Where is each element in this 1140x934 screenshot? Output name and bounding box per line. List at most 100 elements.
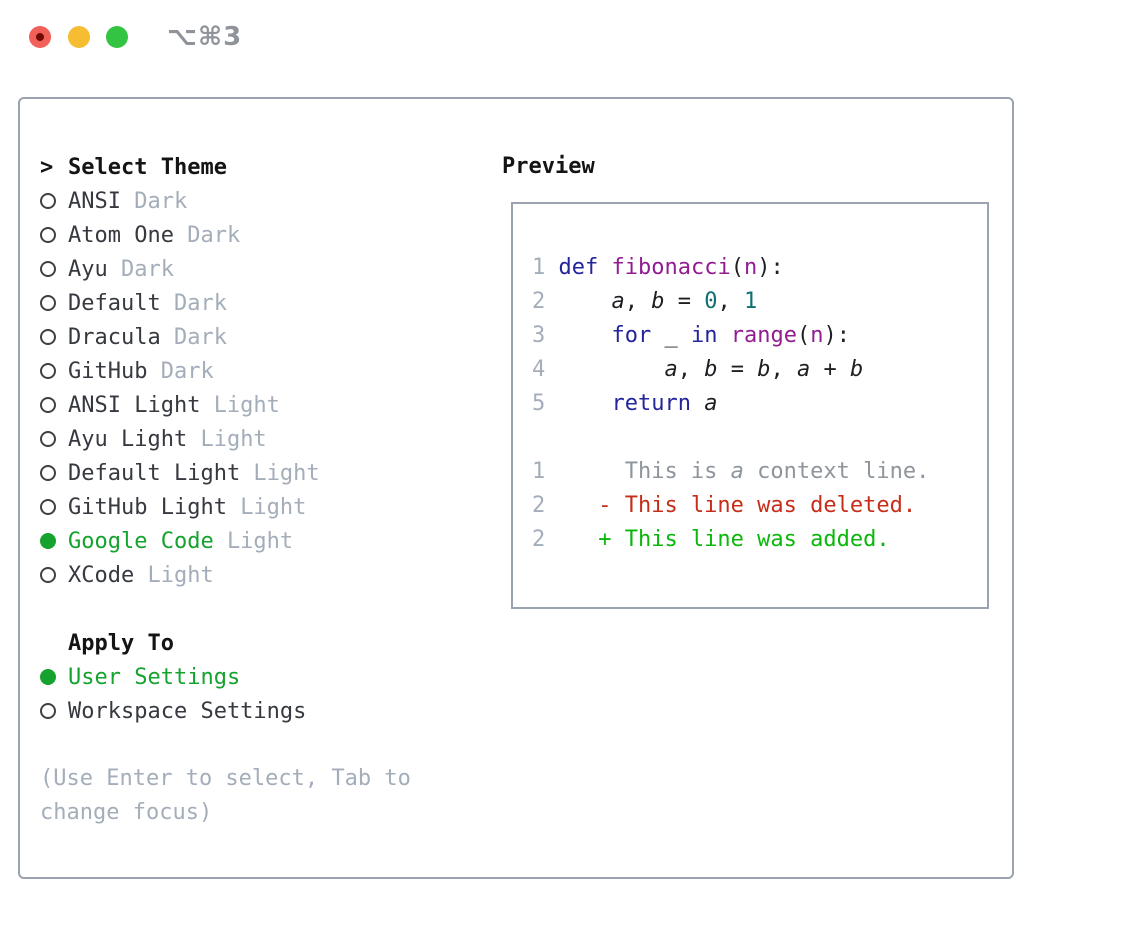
theme-variant: Light bbox=[200, 426, 267, 452]
theme-variant: Light bbox=[226, 528, 294, 554]
code-token: This is bbox=[558, 459, 731, 484]
radio-icon bbox=[40, 397, 56, 413]
radio-selected-icon bbox=[40, 669, 56, 685]
theme-name: Ayu Light bbox=[68, 426, 188, 452]
code-token: b bbox=[849, 357, 864, 382]
line-number: 1 bbox=[532, 459, 546, 484]
minimize-button[interactable] bbox=[68, 26, 90, 48]
code-token: , bbox=[677, 357, 705, 382]
radio-icon bbox=[40, 261, 56, 277]
theme-variant: Light bbox=[240, 494, 307, 520]
code-line: 5 return a bbox=[532, 387, 987, 421]
code-token: , bbox=[717, 289, 744, 314]
code-line: 3 for _ in range(n): bbox=[532, 319, 987, 353]
code-token bbox=[558, 323, 611, 348]
code-token: a bbox=[730, 459, 744, 484]
radio-marker bbox=[40, 567, 68, 583]
code-token: in bbox=[690, 323, 718, 348]
line-number: 5 bbox=[532, 391, 546, 416]
code-token: a bbox=[704, 391, 718, 416]
apply-to-label: Apply To bbox=[68, 630, 174, 656]
apply-option-user-settings[interactable]: User Settings bbox=[40, 660, 411, 694]
code-line: 2 a, b = 0, 1 bbox=[532, 285, 987, 319]
apply-option-workspace-settings[interactable]: Workspace Settings bbox=[40, 694, 411, 728]
select-theme-label: Select Theme bbox=[68, 154, 227, 180]
code-token: 1 bbox=[743, 289, 758, 314]
theme-name: Dracula bbox=[68, 324, 161, 350]
code-token: b bbox=[651, 289, 665, 314]
theme-option-ayu-light[interactable]: Ayu Light Light bbox=[40, 422, 411, 456]
apply-option-label: User Settings bbox=[68, 664, 241, 690]
apply-option-label: Workspace Settings bbox=[68, 698, 307, 724]
code-token: ( bbox=[730, 255, 744, 280]
theme-name: Default Light bbox=[68, 460, 241, 486]
code-token bbox=[558, 391, 611, 416]
theme-option-ansi-light[interactable]: ANSI Light Light bbox=[40, 388, 411, 422]
theme-option-github[interactable]: GitHub Dark bbox=[40, 354, 411, 388]
radio-marker bbox=[40, 669, 68, 685]
theme-variant: Dark bbox=[187, 222, 241, 248]
code-token: n bbox=[743, 255, 758, 280]
radio-marker bbox=[40, 193, 68, 209]
radio-marker bbox=[40, 227, 68, 243]
theme-variant: Light bbox=[253, 460, 320, 486]
radio-icon bbox=[40, 227, 56, 243]
line-number: 2 bbox=[532, 527, 546, 552]
window-title-shortcut: ⌥⌘3 bbox=[167, 22, 243, 52]
radio-icon bbox=[40, 703, 56, 719]
theme-variant: Dark bbox=[160, 358, 214, 384]
theme-option-google-code[interactable]: Google Code Light bbox=[40, 524, 411, 558]
spacer bbox=[40, 728, 411, 762]
code-token: ): bbox=[823, 323, 850, 348]
theme-name: Default bbox=[68, 290, 161, 316]
radio-marker bbox=[40, 261, 68, 277]
code-token: + This line was added. bbox=[558, 527, 890, 552]
radio-icon bbox=[40, 295, 56, 311]
code-token: , bbox=[770, 357, 797, 382]
theme-option-default[interactable]: Default Dark bbox=[40, 286, 411, 320]
zoom-button[interactable] bbox=[106, 26, 128, 48]
code-token: return bbox=[611, 391, 691, 416]
theme-name: GitHub bbox=[68, 358, 148, 384]
code-token: _ bbox=[651, 323, 691, 348]
radio-icon bbox=[40, 431, 56, 447]
code-token: 0 bbox=[704, 289, 718, 314]
theme-option-default-light[interactable]: Default Light Light bbox=[40, 456, 411, 490]
radio-marker bbox=[40, 397, 68, 413]
theme-variant: Light bbox=[213, 392, 280, 418]
theme-name: Ayu bbox=[68, 256, 108, 282]
theme-variant: Light bbox=[147, 562, 214, 588]
theme-name: GitHub Light bbox=[68, 494, 227, 520]
help-text-line: change focus) bbox=[40, 800, 213, 825]
line-number: 3 bbox=[532, 323, 546, 348]
radio-marker bbox=[40, 703, 68, 719]
radio-icon bbox=[40, 193, 56, 209]
theme-name: Google Code bbox=[68, 528, 214, 554]
radio-icon bbox=[40, 329, 56, 345]
code-token: = bbox=[664, 289, 705, 314]
radio-marker bbox=[40, 295, 68, 311]
close-button[interactable] bbox=[29, 26, 51, 48]
code-token: context line. bbox=[743, 459, 930, 484]
code-token: a bbox=[611, 289, 625, 314]
theme-option-github-light[interactable]: GitHub Light Light bbox=[40, 490, 411, 524]
prompt-icon: > bbox=[40, 154, 54, 180]
theme-name: ANSI Light bbox=[68, 392, 201, 418]
code-token bbox=[558, 357, 664, 382]
radio-icon bbox=[40, 465, 56, 481]
line-number: 2 bbox=[532, 493, 546, 518]
radio-icon bbox=[40, 499, 56, 515]
theme-variant: Dark bbox=[173, 290, 227, 316]
line-number: 1 bbox=[532, 255, 546, 280]
code-token: b bbox=[757, 357, 771, 382]
select-theme-header: > Select Theme bbox=[40, 150, 411, 184]
